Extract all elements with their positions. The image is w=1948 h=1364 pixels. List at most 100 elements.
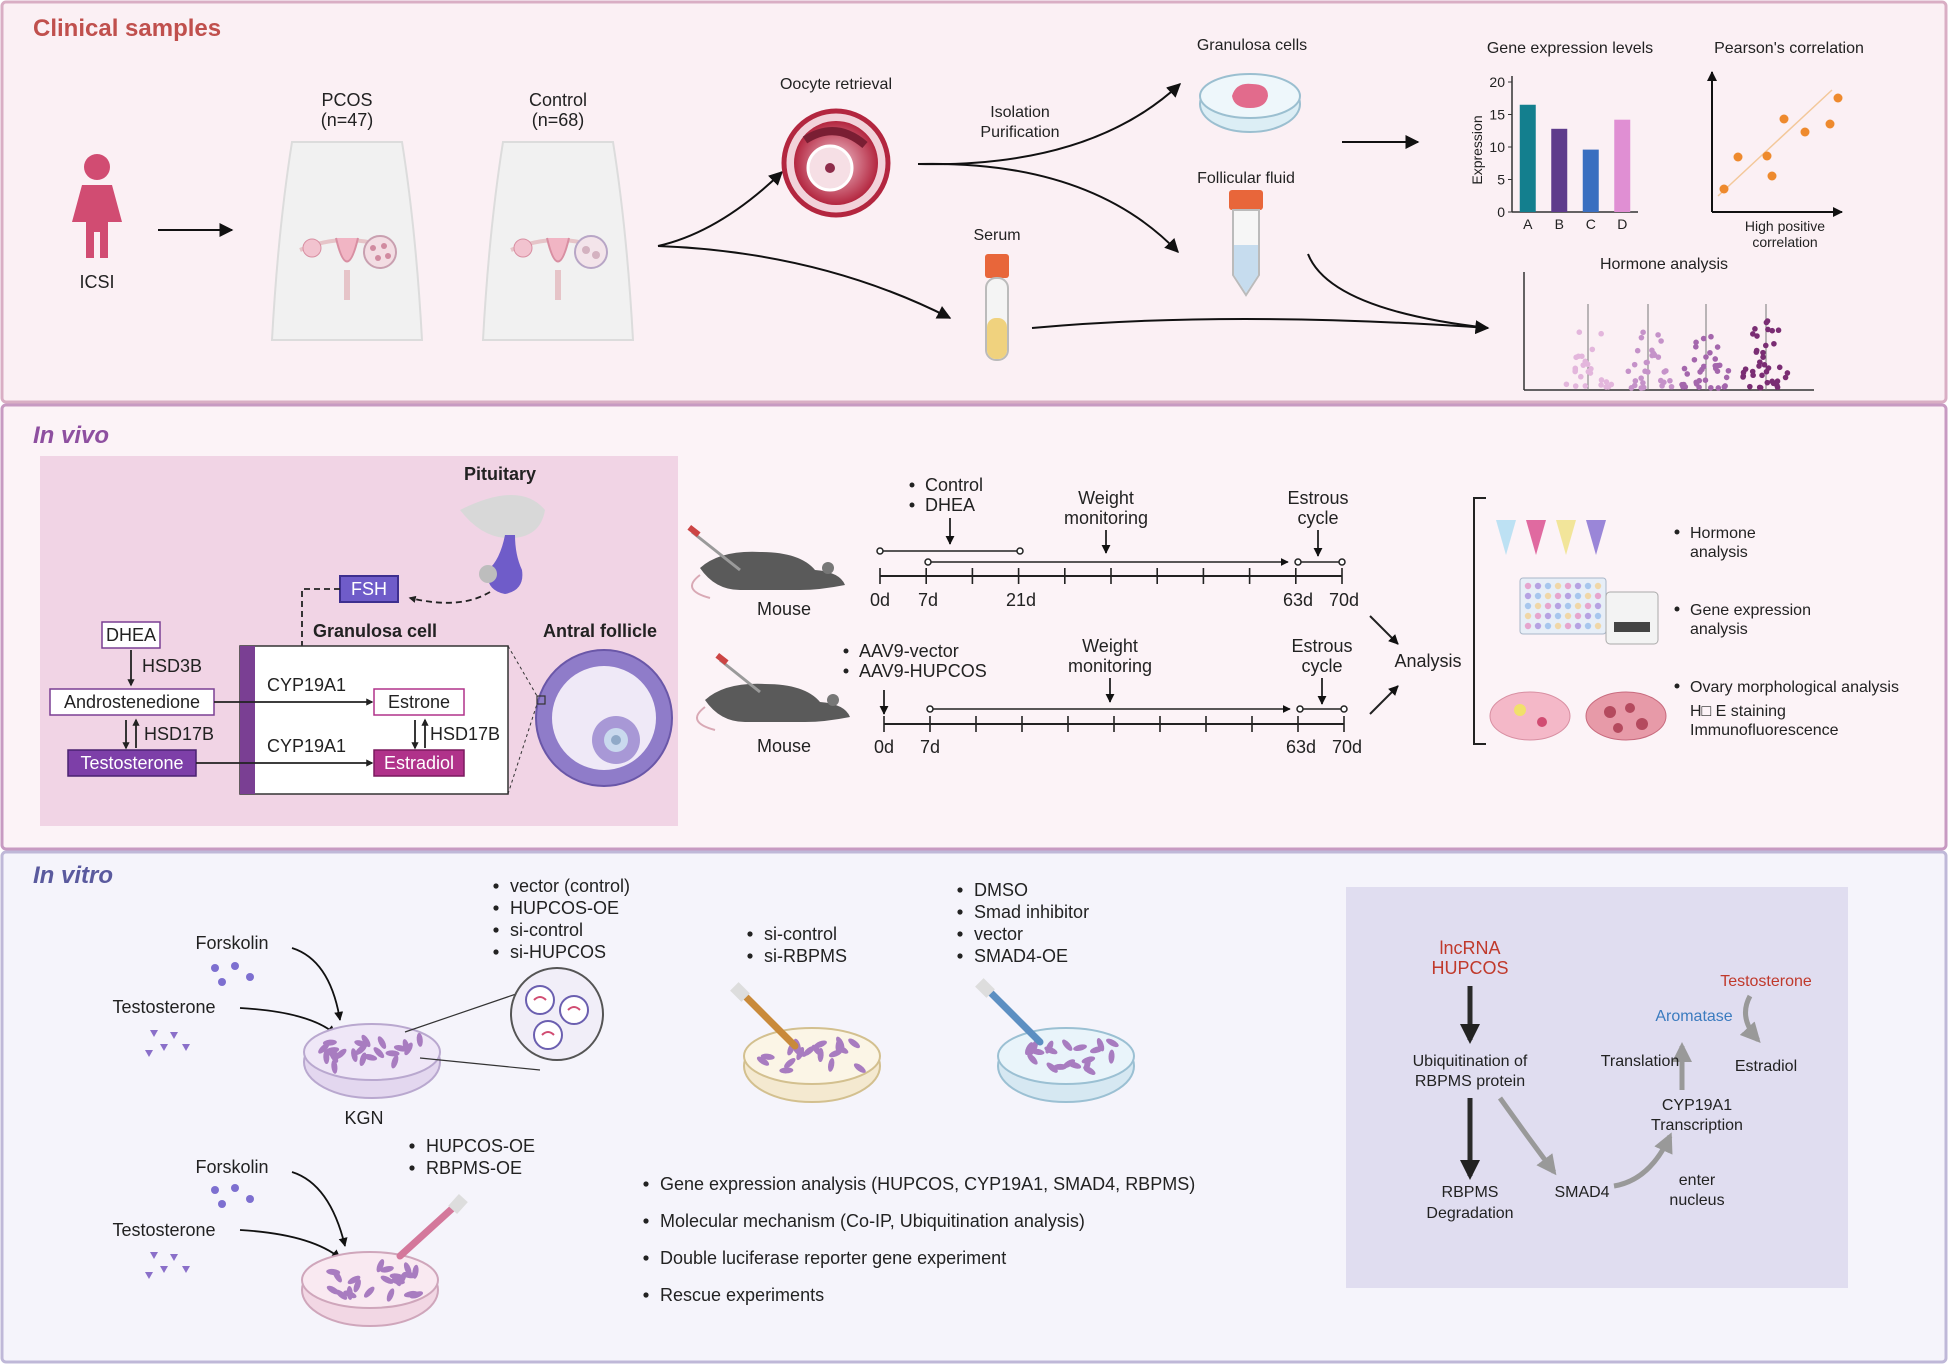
hormone-dot bbox=[1700, 335, 1707, 342]
weight-label-2b: monitoring bbox=[1068, 656, 1152, 676]
arrow bbox=[1739, 994, 1761, 1043]
dhea-label: DHEA bbox=[106, 625, 156, 645]
pearson-note-2: correlation bbox=[1752, 234, 1817, 250]
hormone-dot bbox=[1784, 370, 1791, 376]
kgn-petri-dish-icon bbox=[303, 1023, 441, 1099]
testosterone-label-2: Testosterone bbox=[112, 1220, 215, 1240]
hormone-dot bbox=[1712, 365, 1719, 372]
arrow bbox=[1369, 615, 1399, 645]
pituitary-icon bbox=[460, 495, 545, 594]
bracket bbox=[1473, 497, 1486, 745]
mech-cyp19a1-2: Transcription bbox=[1651, 1117, 1743, 1134]
testosterone-triangles-icon bbox=[145, 1252, 190, 1279]
bullet-item: Smad inhibitor bbox=[974, 902, 1089, 922]
day-label: 70d bbox=[1329, 590, 1359, 610]
estrous-label-1b: cycle bbox=[1297, 508, 1338, 528]
hormone-dot bbox=[1663, 368, 1669, 374]
hormone-dot bbox=[1759, 372, 1765, 379]
weight-label-1b: monitoring bbox=[1064, 508, 1148, 528]
hormone-dot bbox=[1702, 377, 1709, 383]
sample-tubes-icon bbox=[1496, 520, 1606, 555]
hsd17b-left-label: HSD17B bbox=[144, 724, 214, 744]
experiments-list: Gene expression analysis (HUPCOS, CYP19A… bbox=[643, 1174, 1195, 1305]
hormone-dot bbox=[1723, 374, 1730, 381]
bullet-item: DMSO bbox=[974, 880, 1028, 900]
day-label: 0d bbox=[874, 737, 894, 757]
in-vitro-section: In vitro Forskolin Testosterone KGN bbox=[0, 850, 1948, 1364]
scatter-point bbox=[1825, 119, 1835, 129]
chart-x-tick-label: B bbox=[1555, 216, 1564, 232]
fsh-label: FSH bbox=[351, 579, 387, 599]
clinical-samples-section: Clinical samples ICSI PCOS (n=47) Contro… bbox=[0, 0, 1948, 404]
hormone-dot bbox=[1563, 381, 1570, 388]
hormone-dot bbox=[1681, 365, 1688, 372]
chart-y-tick-label: 10 bbox=[1489, 139, 1505, 155]
bullet-item: RBPMS-OE bbox=[426, 1158, 522, 1178]
hormone-dot bbox=[1716, 362, 1723, 369]
hormone-dot bbox=[1634, 347, 1641, 354]
virus-zoom-icon bbox=[510, 967, 604, 1061]
hormone-dot bbox=[1668, 383, 1675, 390]
day-label: 7d bbox=[920, 737, 940, 757]
mouse-label-2: Mouse bbox=[757, 736, 811, 756]
arrow bbox=[291, 1171, 348, 1247]
hormone-dot bbox=[1644, 359, 1650, 366]
mech-smad4: SMAD4 bbox=[1554, 1184, 1609, 1201]
hormone-dot bbox=[1642, 368, 1648, 375]
plate-reader-icon bbox=[1519, 577, 1659, 645]
bullet-item: Rescue experiments bbox=[660, 1285, 824, 1305]
control-label: Control bbox=[529, 90, 587, 110]
estrone-box bbox=[373, 688, 465, 716]
weight-label-1a: Weight bbox=[1078, 488, 1134, 508]
testosterone-label-1: Testosterone bbox=[112, 997, 215, 1017]
day-label: 63d bbox=[1286, 737, 1316, 757]
scatter-point bbox=[1779, 114, 1789, 124]
bullet-item: si-HUPCOS bbox=[510, 942, 606, 962]
hormone-dot bbox=[1750, 331, 1756, 337]
bullet-item: SMAD4-OE bbox=[974, 946, 1068, 966]
hormone-dot bbox=[1631, 361, 1638, 368]
hormone-dot bbox=[1625, 368, 1632, 375]
estrone-label: Estrone bbox=[388, 692, 450, 712]
scatter-point bbox=[1800, 127, 1810, 137]
arrow bbox=[657, 245, 952, 319]
blood-tube-icon bbox=[985, 254, 1009, 361]
petri-dish-icon bbox=[1199, 73, 1301, 133]
mech-enter-1: enter bbox=[1679, 1172, 1716, 1189]
cyp19a1-label-1: CYP19A1 bbox=[267, 675, 346, 695]
hormone-dot bbox=[1638, 334, 1645, 341]
zoom-line bbox=[404, 991, 523, 1033]
arrow bbox=[408, 591, 491, 604]
hormone-dot bbox=[1774, 382, 1780, 389]
hormone-dot bbox=[1667, 377, 1673, 384]
hormone-dot bbox=[1776, 364, 1783, 371]
hormone-dot bbox=[1754, 333, 1760, 339]
estrous-label-1a: Estrous bbox=[1287, 488, 1348, 508]
bullet-item: Double luciferase reporter gene experime… bbox=[660, 1248, 1006, 1268]
section-title-in-vitro: In vitro bbox=[33, 862, 113, 889]
analysis-label: Analysis bbox=[1394, 651, 1461, 671]
chart-y-tick-label: 20 bbox=[1489, 74, 1505, 90]
purification-label: Purification bbox=[980, 124, 1059, 141]
hormone-dot bbox=[1775, 327, 1782, 334]
hsd3b-label: HSD3B bbox=[142, 656, 202, 676]
mech-rbpms-2: Degradation bbox=[1426, 1205, 1513, 1222]
chart-x-tick-label: D bbox=[1617, 216, 1627, 232]
arrow bbox=[239, 1229, 341, 1259]
estrous-label-2b: cycle bbox=[1301, 656, 1342, 676]
hormone-dot bbox=[1752, 326, 1758, 332]
pcos-n-label: (n=47) bbox=[321, 110, 374, 130]
granulosa-cell-membrane bbox=[240, 646, 255, 794]
chart-bar bbox=[1614, 119, 1631, 212]
hormone-dot bbox=[1587, 370, 1594, 376]
hormone-dot bbox=[1572, 383, 1579, 389]
androstenedione-label: Androstenedione bbox=[64, 692, 200, 712]
kgn-label: KGN bbox=[344, 1108, 383, 1128]
arrow bbox=[1307, 253, 1489, 329]
antral-follicle-icon bbox=[535, 649, 673, 787]
day-label: 70d bbox=[1332, 737, 1362, 757]
result-hormone-a: Hormone bbox=[1690, 525, 1756, 542]
timeline-2-bullet: AAV9-HUPCOS bbox=[859, 661, 987, 681]
hormone-dot bbox=[1658, 338, 1664, 344]
